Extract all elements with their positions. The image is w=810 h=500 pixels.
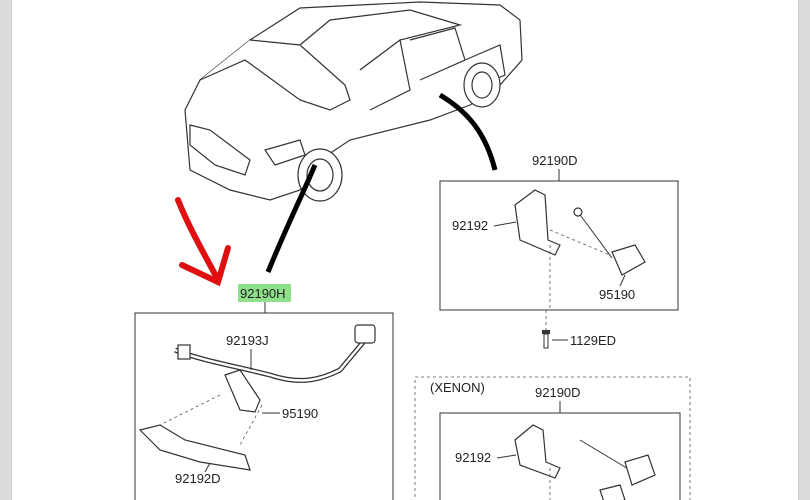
assembly-92190H-selected[interactable]: 92190H 92193J 95190 92192D bbox=[134, 284, 394, 500]
part-label[interactable]: 92192D bbox=[175, 471, 221, 486]
bracket-part bbox=[514, 424, 561, 479]
xenon-title: (XENON) bbox=[430, 380, 485, 395]
bolt-label[interactable]: 1129ED bbox=[570, 333, 616, 348]
sensor-part bbox=[224, 369, 261, 413]
bracket-part bbox=[138, 424, 251, 471]
highlight-box bbox=[238, 284, 291, 302]
part-label[interactable]: 92192 bbox=[455, 450, 491, 465]
sensor-part bbox=[624, 454, 656, 486]
part-label[interactable]: 95190 bbox=[599, 287, 635, 302]
pointer-curve-rear bbox=[438, 92, 498, 171]
assembly-label[interactable]: 92190D bbox=[535, 385, 581, 400]
sensor-part bbox=[611, 244, 646, 276]
part-label[interactable]: 95190 bbox=[282, 406, 318, 421]
part-label[interactable]: 92192 bbox=[452, 218, 488, 233]
left-border bbox=[0, 0, 12, 500]
car-illustration bbox=[184, 1, 523, 202]
red-arrow-annotation bbox=[175, 197, 231, 287]
part-label[interactable]: 92193J bbox=[226, 333, 269, 348]
assembly-label[interactable]: 92190D bbox=[532, 153, 578, 168]
pointer-curve-front bbox=[265, 164, 318, 273]
assembly-label[interactable]: 92190H bbox=[240, 286, 286, 301]
right-border bbox=[798, 0, 810, 500]
bracket-part bbox=[514, 189, 561, 256]
xenon-group[interactable]: (XENON) 92190D 92192 bbox=[414, 376, 691, 500]
bolt-1129ED[interactable]: 1129ED bbox=[542, 310, 616, 349]
assembly-92190D-top[interactable]: 92190D 92192 95190 bbox=[439, 153, 679, 311]
